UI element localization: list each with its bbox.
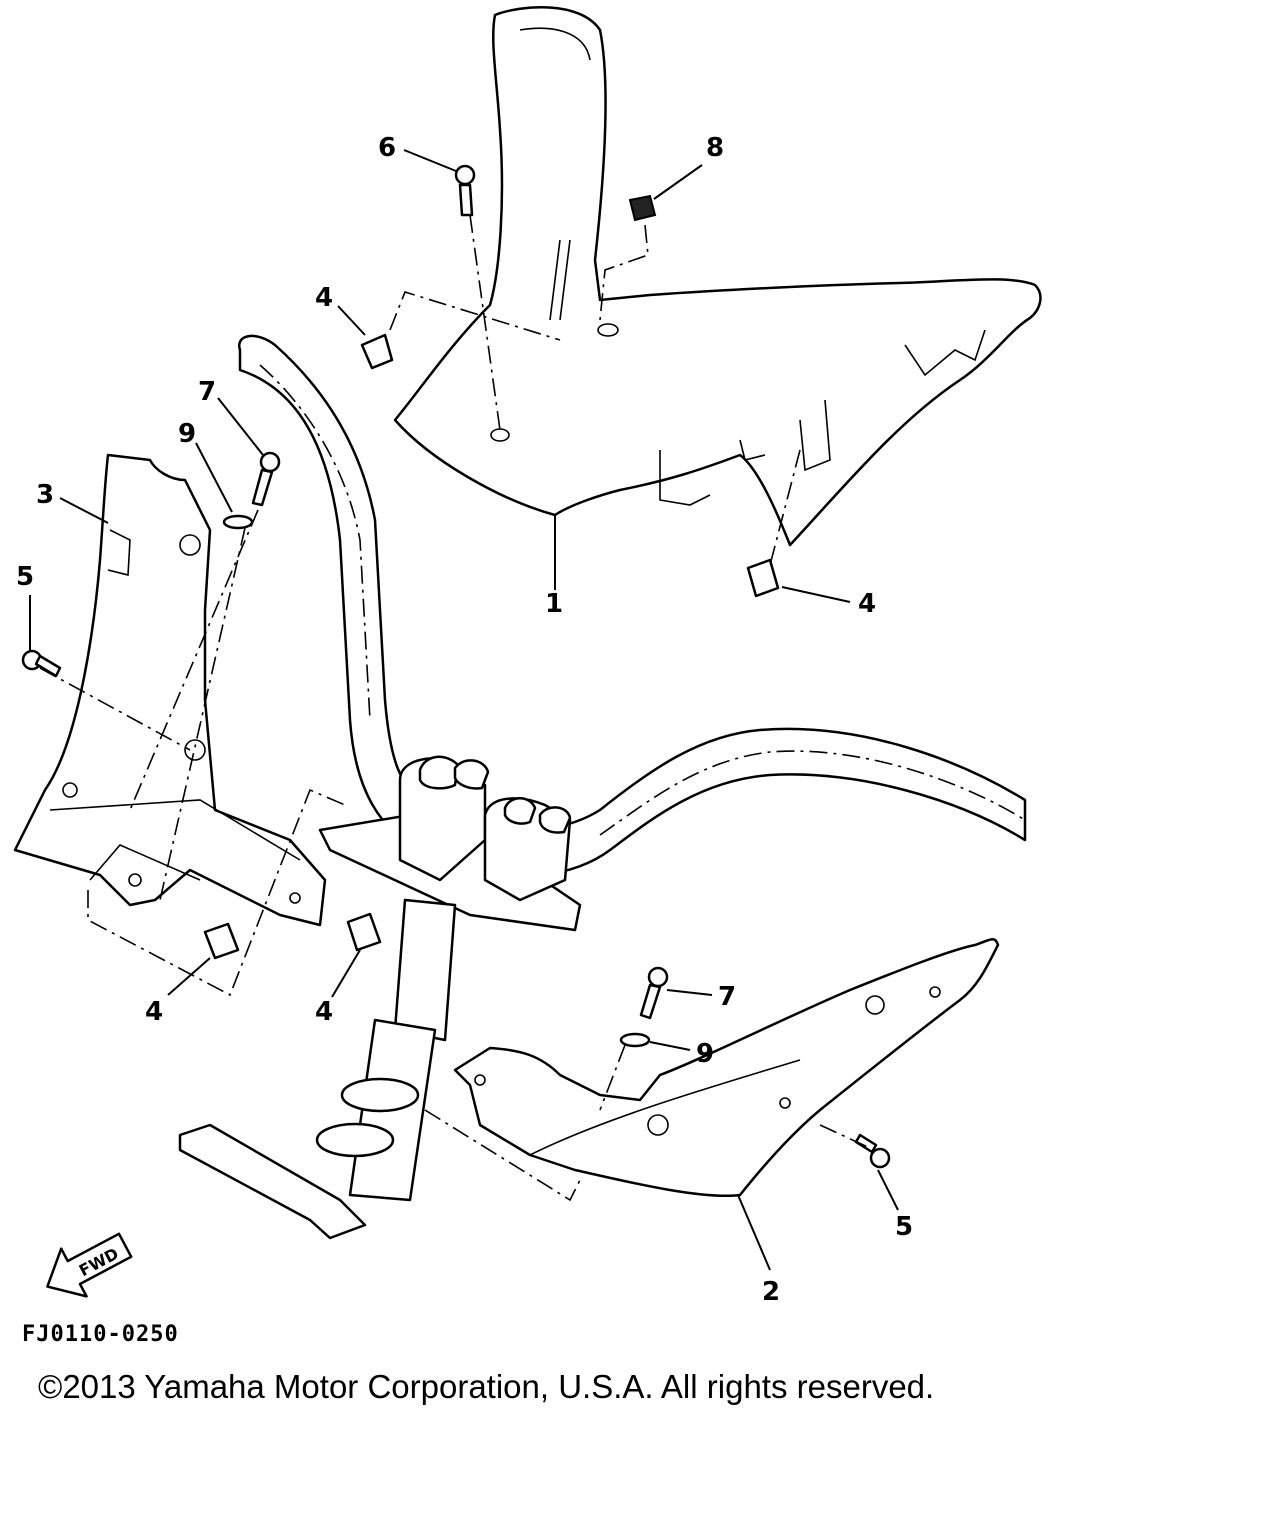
forward-arrow-icon: FWD [46,1232,133,1298]
washer-9-left [222,514,254,530]
callout-9-right: 9 [696,1039,714,1069]
nut-4-left-lower [203,922,240,960]
nut-4-top [360,333,394,370]
bolt-6 [454,164,476,217]
callout-2: 2 [762,1277,780,1307]
part-1-handlebar-cover [393,6,1042,547]
callout-4-center-lower: 4 [315,997,333,1027]
callout-5-right: 5 [895,1212,913,1242]
hardware-bolts-washers [21,164,891,1169]
part-3-left-side-cover [13,453,327,927]
bolt-5-right [854,1133,891,1169]
nut-4-center-lower [346,912,382,952]
callout-6: 6 [378,133,396,163]
callout-9-left: 9 [178,419,196,449]
callout-5-left: 5 [16,562,34,592]
bolt-5-left [21,649,62,678]
callout-8: 8 [706,133,724,163]
callout-leaders [29,149,899,1271]
bolt-7-left [251,451,281,507]
callout-7-left: 7 [198,377,216,407]
callout-1: 1 [545,589,563,619]
callout-3: 3 [36,480,54,510]
callout-labels: 1 2 3 4 4 4 4 5 5 6 7 7 8 9 9 [16,133,913,1307]
nut-8 [628,194,657,222]
hardware-nuts [203,194,780,960]
callout-4-top: 4 [315,283,333,313]
bolt-7-right [639,966,669,1020]
copyright-notice: ©2013 Yamaha Motor Corporation, U.S.A. A… [38,1368,935,1405]
washer-9-right [619,1032,651,1048]
part-2-right-side-cover [453,938,1000,1197]
callout-4-left-lower: 4 [145,997,163,1027]
callout-4-right: 4 [858,589,876,619]
nut-4-right [746,558,780,598]
steering-stem [178,755,582,1240]
callout-7-right: 7 [718,982,736,1012]
assembly-reference-lines [39,214,871,1202]
diagram-code: FJ0110-0250 [22,1322,179,1347]
